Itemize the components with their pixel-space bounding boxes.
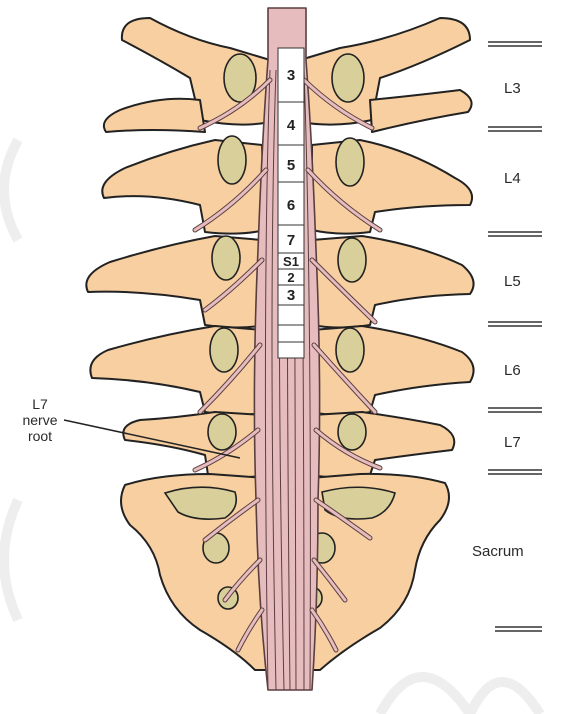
label-l7: L7 — [504, 434, 521, 451]
callout-line-1: L7 — [32, 396, 48, 412]
vertebra-labels: L3 L4 L5 L6 L7 Sacrum — [472, 80, 524, 560]
facet — [336, 328, 364, 372]
callout-line-3: root — [28, 428, 52, 444]
segment-number-4: 6 — [287, 197, 295, 214]
label-l6: L6 — [504, 362, 521, 379]
label-l5: L5 — [504, 273, 521, 290]
segment-number-3: 5 — [287, 157, 295, 174]
segment-number-1: 3 — [287, 67, 295, 84]
segment-number-6: S1 — [283, 254, 299, 269]
segment-number-7: 2 — [287, 270, 294, 285]
facet — [210, 328, 238, 372]
facet — [218, 136, 246, 184]
label-sacrum: Sacrum — [472, 543, 524, 560]
segment-column: 3 4 5 6 7 S1 2 3 — [278, 48, 304, 358]
segment-number-5: 7 — [287, 232, 295, 249]
l3-left-lower-wing — [104, 99, 205, 132]
facet — [338, 238, 366, 282]
facet — [212, 236, 240, 280]
facet — [332, 54, 364, 102]
label-l3: L3 — [504, 80, 521, 97]
l3-right-lower-wing — [370, 90, 472, 132]
label-l4: L4 — [504, 170, 521, 187]
segment-number-8: 3 — [287, 287, 295, 304]
segment-number-2: 4 — [287, 117, 296, 134]
facet — [208, 414, 236, 450]
callout-line-2: nerve — [22, 412, 57, 428]
facet — [338, 414, 366, 450]
facet — [336, 138, 364, 186]
